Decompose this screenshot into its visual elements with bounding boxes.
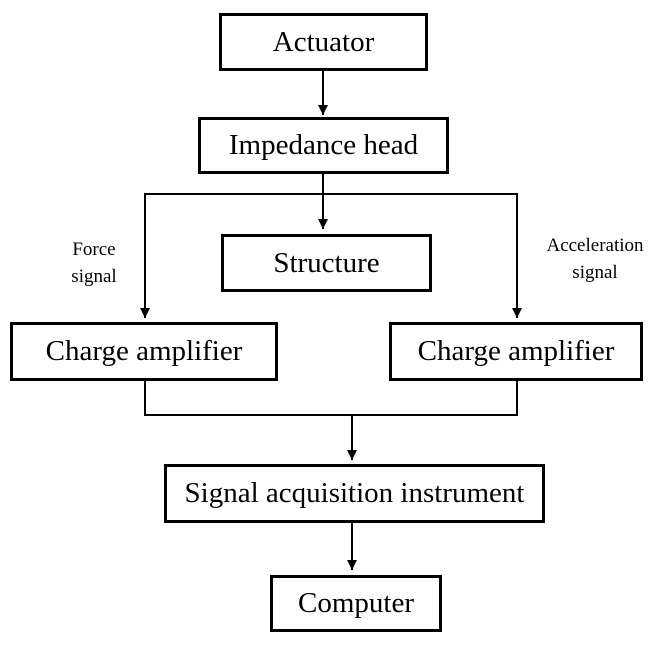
acceleration-signal-line-1: Acceleration xyxy=(546,235,644,256)
arrow-force-signal-branch xyxy=(140,193,323,318)
computer-box: Computer xyxy=(270,575,442,632)
force-signal-line-1: Force xyxy=(72,239,116,260)
charge-amplifier-right-box: Charge amplifier xyxy=(389,322,643,381)
force-signal-label: Force signal xyxy=(44,236,144,290)
arrow-acceleration-signal-branch xyxy=(323,193,522,318)
actuator-box: Actuator xyxy=(219,13,428,71)
merge-line-amplifiers xyxy=(144,381,518,416)
impedance-head-box: Impedance head xyxy=(198,117,449,174)
force-signal-line-2: signal xyxy=(71,266,117,287)
structure-box: Structure xyxy=(221,234,432,292)
acceleration-signal-label: Acceleration signal xyxy=(533,232,657,286)
signal-acquisition-box: Signal acquisition instrument xyxy=(164,464,545,523)
charge-amplifier-left-box: Charge amplifier xyxy=(10,322,278,381)
acceleration-signal-line-2: signal xyxy=(572,262,618,283)
